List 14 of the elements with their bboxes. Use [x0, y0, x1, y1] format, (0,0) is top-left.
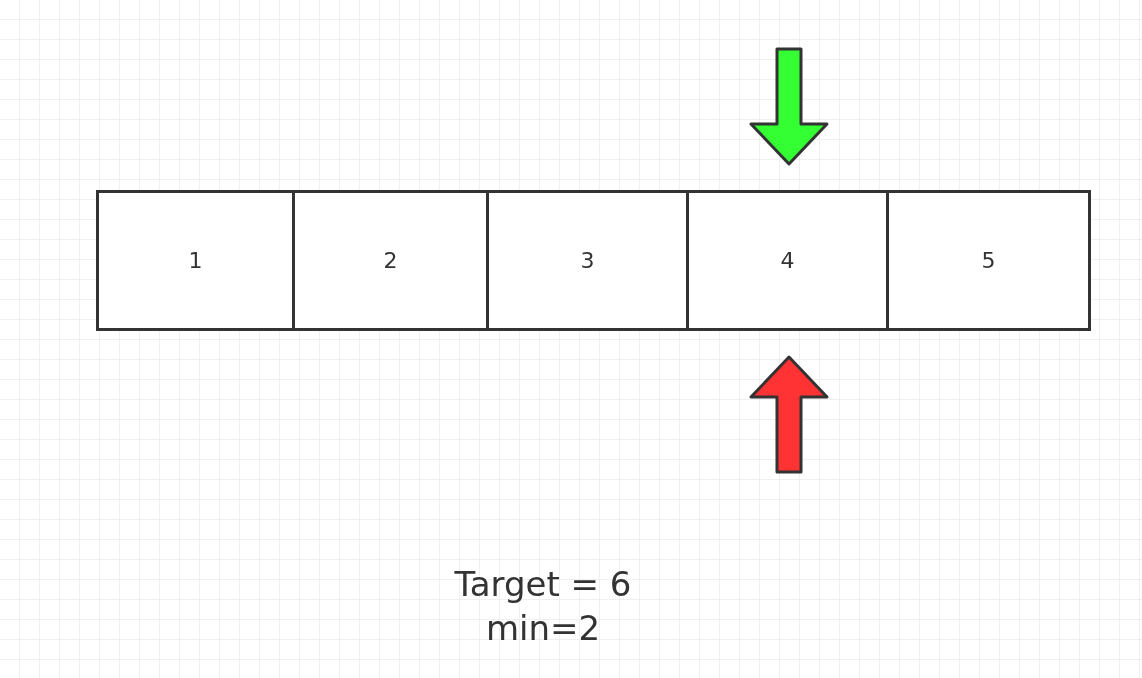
cell-value: 1 — [188, 248, 203, 273]
pointer-arrow — [749, 47, 829, 166]
array-cell — [292, 190, 489, 331]
note-text: Target = 6 — [453, 564, 633, 604]
cell-value: 3 — [580, 248, 595, 273]
note-text: min=2 — [484, 608, 602, 648]
array-cell — [886, 190, 1091, 331]
cell-value: 4 — [780, 248, 795, 273]
pointer-arrow — [749, 355, 829, 474]
cell-value: 2 — [383, 248, 398, 273]
array-cell — [96, 190, 295, 331]
array-cell — [486, 190, 689, 331]
cell-value: 5 — [981, 248, 996, 273]
array-cell — [686, 190, 889, 331]
